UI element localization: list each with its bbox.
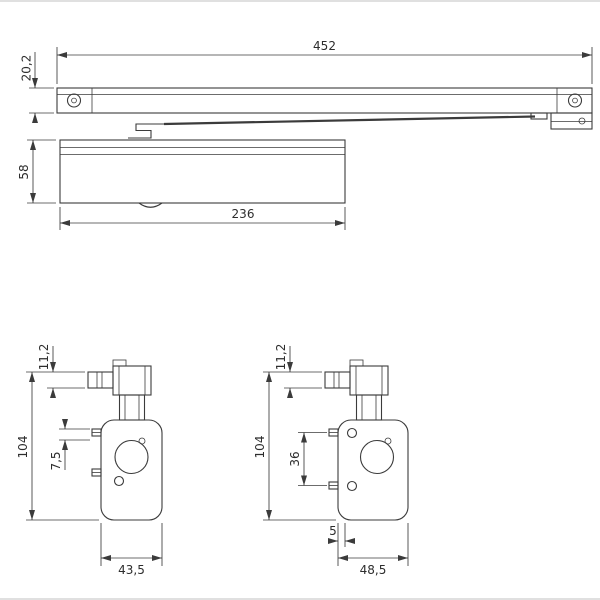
rail-screw-left-icon xyxy=(66,93,82,108)
left-body xyxy=(91,419,163,521)
top-view: 452 20,2 58 236 xyxy=(17,39,593,230)
dim-rail-length: 452 xyxy=(313,39,336,53)
fixing-hole-icon xyxy=(346,480,358,492)
dim-rail-height: 20,2 xyxy=(20,55,34,82)
dim-total-height: 104 xyxy=(253,436,267,459)
right-pinion-block xyxy=(355,394,383,421)
pinion-block-outline xyxy=(118,394,146,421)
small-hole-icon xyxy=(384,437,392,445)
dim-hole-offset: 7,5 xyxy=(49,451,63,470)
left-pinion-block xyxy=(118,394,146,421)
dimensions-left: 11,2 104 7,5 43,5 xyxy=(16,344,163,577)
left-arm-hub xyxy=(112,359,152,396)
right-body xyxy=(328,419,409,521)
dim-width: 43,5 xyxy=(118,563,145,577)
rail-screw-right-center-icon xyxy=(572,97,578,104)
hub-cap xyxy=(112,359,127,367)
pinion-block-outline xyxy=(355,394,383,421)
slide-rail xyxy=(56,87,593,114)
right-body-outline xyxy=(337,419,409,521)
slide-arm xyxy=(128,112,593,139)
dim-total-height: 104 xyxy=(16,436,30,459)
right-arm-stub xyxy=(324,371,351,389)
hub-cap xyxy=(349,359,364,367)
end-view-right: 11,2 104 36 5 48,5 xyxy=(253,344,409,577)
dim-body-height: 58 xyxy=(17,164,31,179)
pinion-boss xyxy=(138,202,163,208)
left-arm-stub xyxy=(87,371,114,389)
arm-rod xyxy=(163,115,536,126)
dimensions-top: 452 20,2 58 236 xyxy=(17,39,593,230)
rail-screw-right-icon xyxy=(567,93,583,108)
rail-outline xyxy=(56,87,593,114)
arm-bracket xyxy=(128,123,164,139)
left-body-outline xyxy=(100,419,163,521)
arm-stub-outline xyxy=(324,371,351,389)
pinion-circle-icon xyxy=(114,439,149,475)
right-arm-hub xyxy=(349,359,389,396)
body-outline xyxy=(59,139,346,204)
rail-screw-left-center-icon xyxy=(71,97,77,104)
small-hole-icon xyxy=(138,437,146,445)
pinion-circle-icon xyxy=(359,439,395,475)
fixing-hole-icon xyxy=(346,427,358,439)
shoe-screw-icon xyxy=(578,117,586,125)
dimensions-right: 11,2 104 36 5 48,5 xyxy=(253,344,409,577)
dim-hole-spacing: 36 xyxy=(288,451,302,466)
dim-body-length: 236 xyxy=(232,207,255,221)
arm-stub-outline xyxy=(87,371,114,389)
end-view-left: 11,2 104 7,5 43,5 xyxy=(16,344,163,577)
arm-slider xyxy=(530,112,548,120)
dim-arm-height: 11,2 xyxy=(37,344,51,371)
closer-body-side xyxy=(59,139,346,208)
dim-width: 48,5 xyxy=(360,563,387,577)
dim-edge-offset: 5 xyxy=(329,524,337,538)
arm-shoe xyxy=(550,112,593,130)
dim-arm-height: 11,2 xyxy=(274,344,288,371)
valve-hole-icon xyxy=(113,475,125,487)
